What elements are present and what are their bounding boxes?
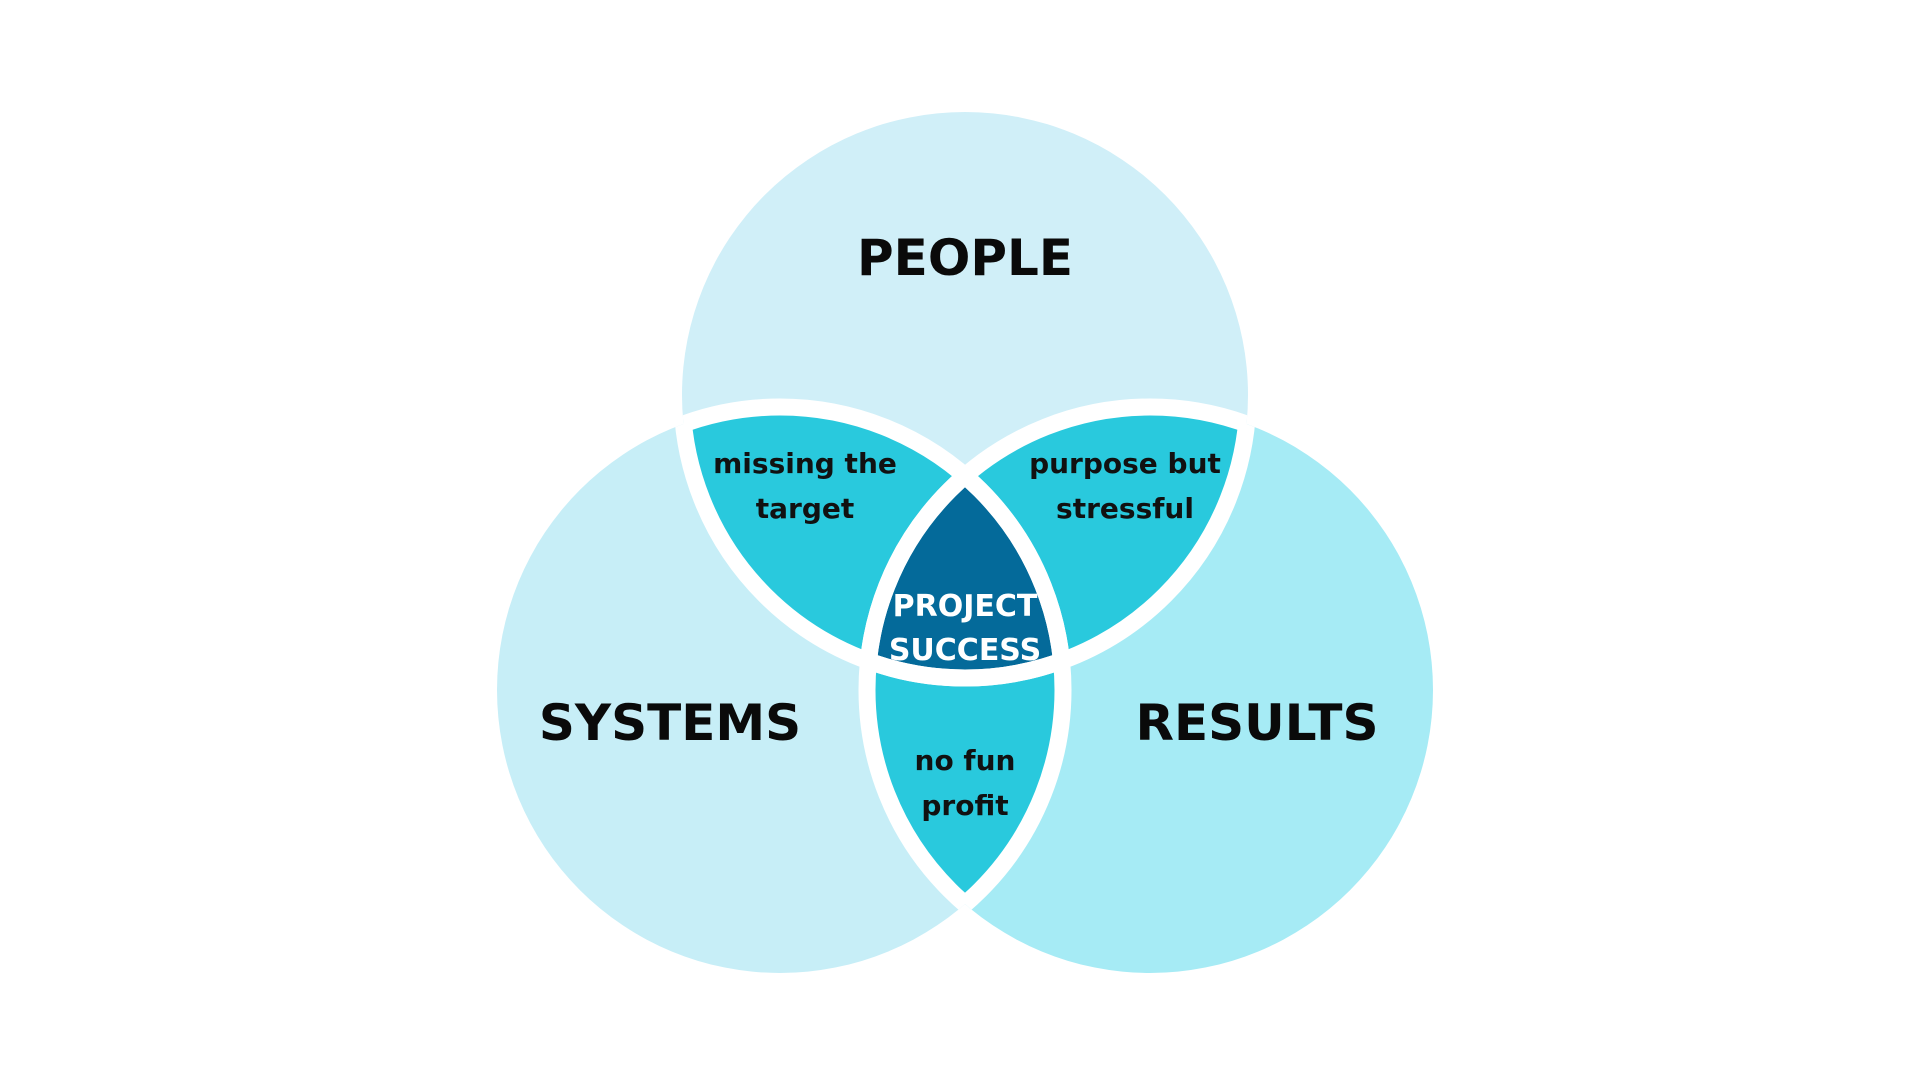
people-results-label-line1: purpose but: [1029, 447, 1221, 480]
people-systems-label-line2: target: [756, 492, 855, 525]
divider-rings: [673, 398, 1257, 973]
results-label: RESULTS: [1136, 694, 1379, 752]
center-label-line1: PROJECT: [893, 589, 1038, 624]
center-region: [867, 407, 1063, 678]
people-systems-label-line1: missing the: [713, 447, 897, 480]
center-label-line2: SUCCESS: [889, 633, 1041, 668]
systems-results-label-line2: profit: [921, 789, 1008, 822]
people-results-label-line2: stressful: [1056, 492, 1194, 525]
systems-label: SYSTEMS: [539, 694, 801, 752]
systems-results-label-line1: no fun: [915, 744, 1016, 777]
people-label: PEOPLE: [857, 229, 1073, 287]
